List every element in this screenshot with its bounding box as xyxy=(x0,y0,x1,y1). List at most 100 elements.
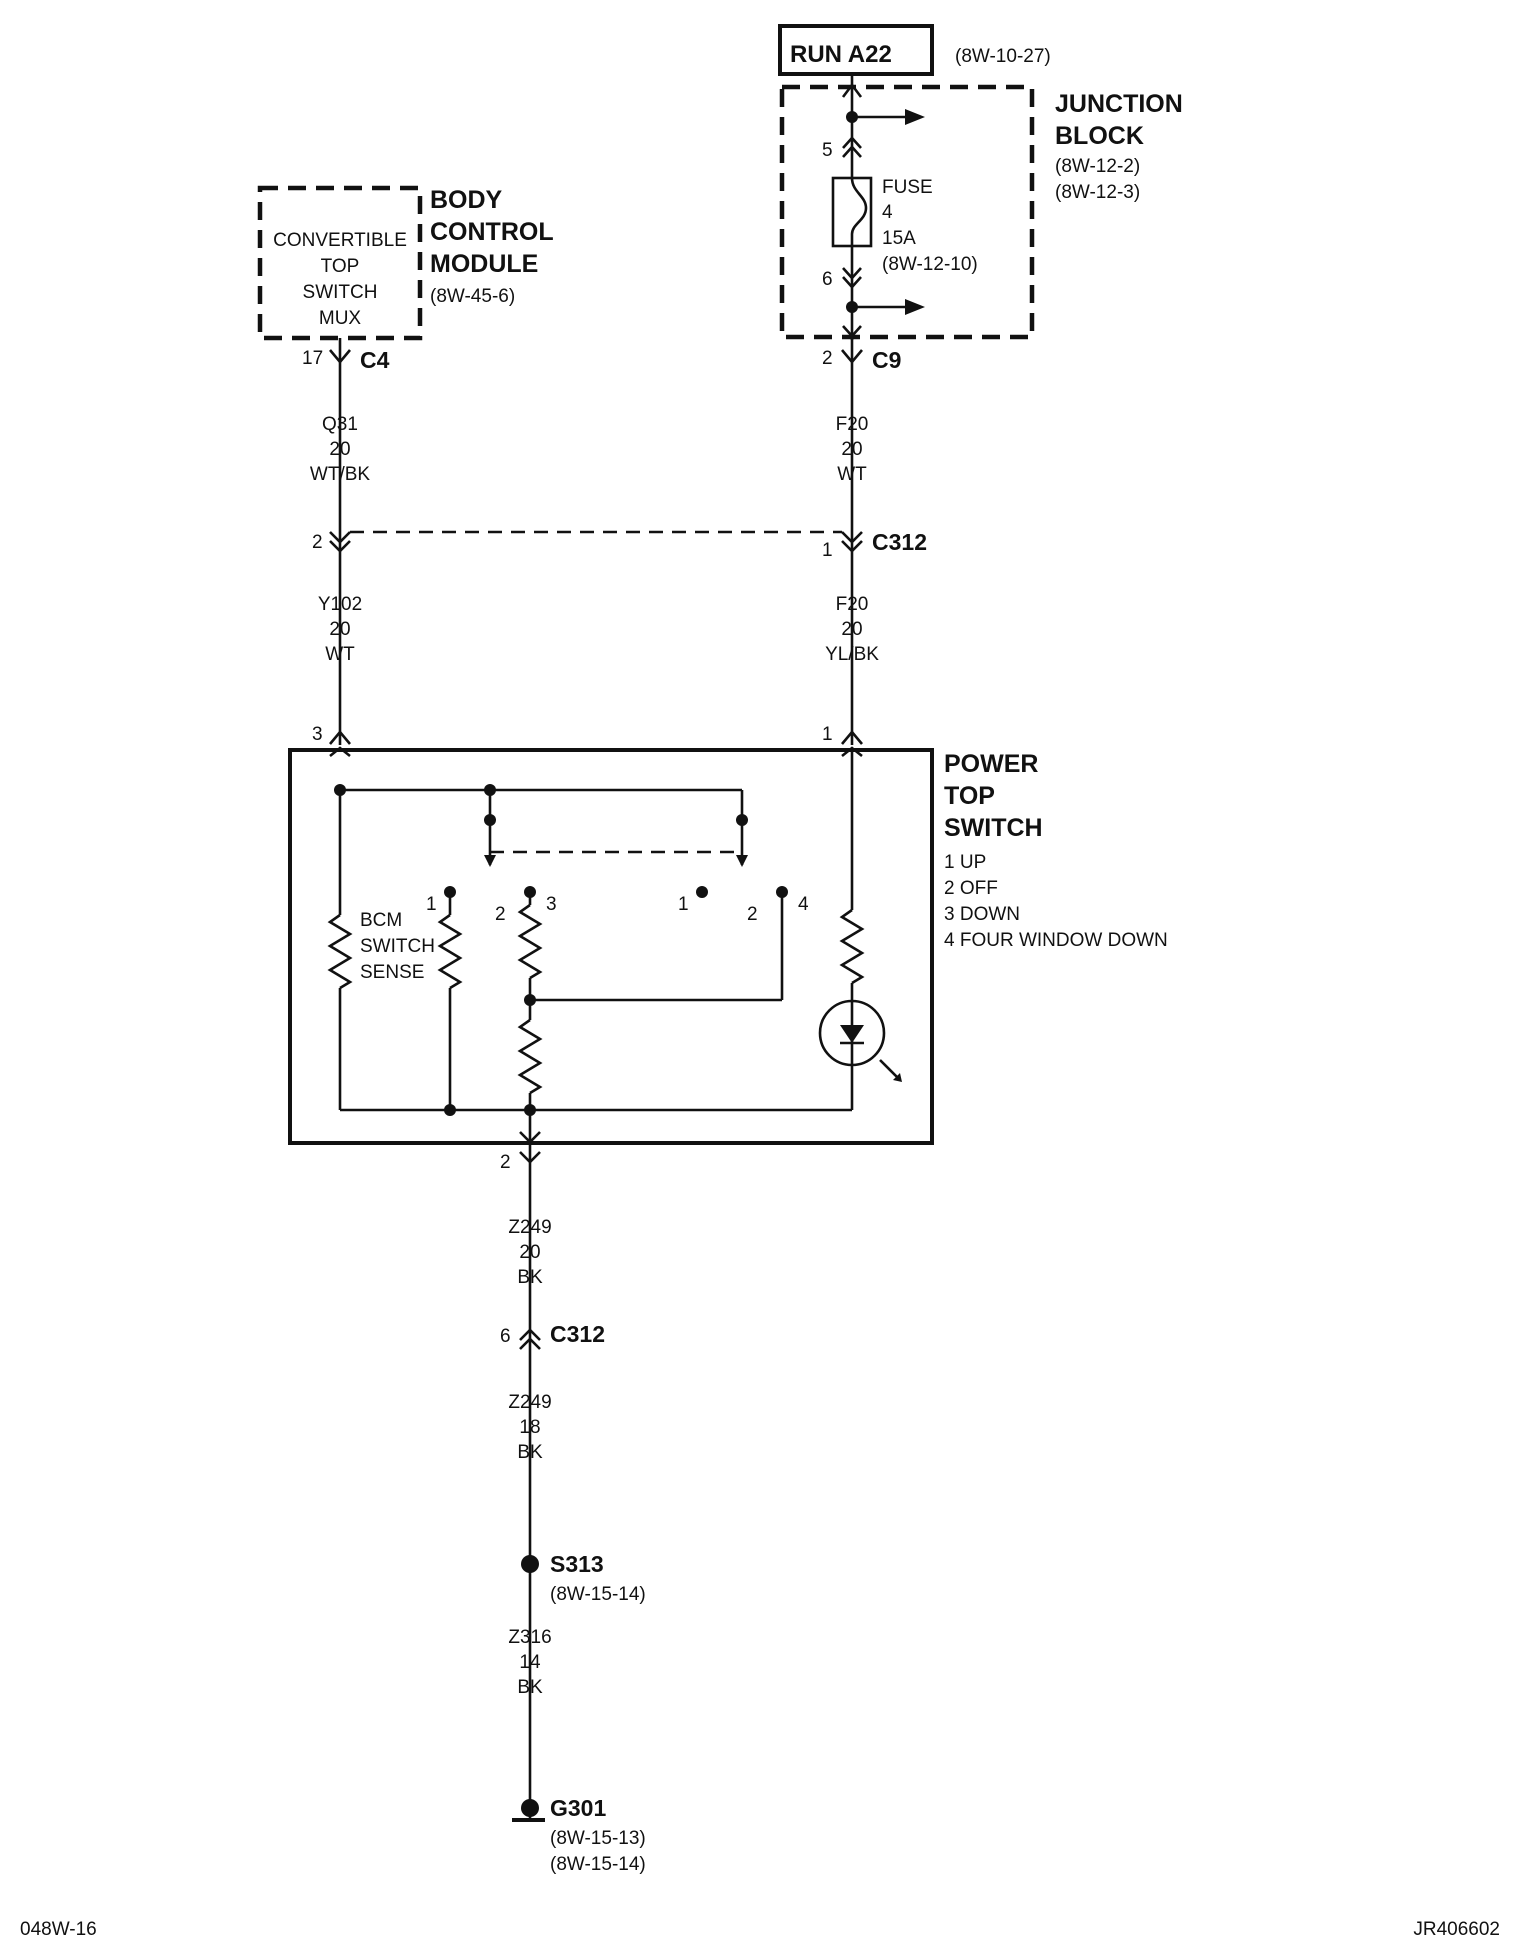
y102-color: WT xyxy=(325,644,355,665)
switch-pin3-inner-chevron xyxy=(329,746,351,758)
switch-contact-b1 xyxy=(696,886,708,898)
bcm-sense-resistor xyxy=(327,913,353,990)
c4-name: C4 xyxy=(360,347,390,373)
switch-contact-b4-label: 4 xyxy=(798,894,809,915)
switch-pin2-inner-chevron xyxy=(519,1131,541,1144)
c312-lower-connector xyxy=(519,1328,541,1350)
switch-position-2: 2 OFF xyxy=(944,878,998,899)
switch-position-4: 4 FOUR WINDOW DOWN xyxy=(944,930,1168,951)
switch-contact-b2-label: 2 xyxy=(747,904,758,925)
switch-left-blade-arrow xyxy=(484,855,496,867)
switch-left-pivot xyxy=(484,814,496,826)
z249-upper-code: Z249 xyxy=(508,1217,551,1238)
footer-left: 048W-16 xyxy=(20,1919,97,1940)
c9-connector xyxy=(841,349,863,365)
switch-contact-a2-label: 2 xyxy=(495,904,506,925)
c312-name: C312 xyxy=(872,529,927,555)
fuse-ref: (8W-12-10) xyxy=(882,254,978,275)
bcm-sense-label-1: BCM xyxy=(360,910,402,931)
run-a22-label: RUN A22 xyxy=(790,41,892,68)
fuse-pin5-label: 5 xyxy=(822,140,833,161)
bcm-sense-label-2: SWITCH xyxy=(360,936,435,957)
switch-contact-a3-label: 3 xyxy=(546,894,557,915)
fuse-number: 4 xyxy=(882,202,893,223)
f20-upper-code: F20 xyxy=(836,414,869,435)
switch-pin1-inner-chevron xyxy=(841,746,863,758)
c4-pin: 17 xyxy=(302,348,323,369)
c9-pin: 2 xyxy=(822,348,833,369)
switch-right-blade-arrow xyxy=(736,855,748,867)
g301-ground-dot xyxy=(521,1799,539,1817)
c312-right-connector xyxy=(841,531,863,553)
junction-block-title-1: JUNCTION xyxy=(1055,90,1183,118)
fuse-4-element xyxy=(850,177,868,246)
z316-color: BK xyxy=(517,1677,543,1698)
bcm-outline xyxy=(257,185,423,341)
run-a22-box xyxy=(778,24,934,76)
bcm-ref: (8W-45-6) xyxy=(430,286,515,307)
switch-contact-a1-label: 1 xyxy=(426,894,437,915)
fuse-pin6-label: 6 xyxy=(822,269,833,290)
c312-right-pin: 1 xyxy=(822,540,833,561)
run-a22-ref: (8W-10-27) xyxy=(955,46,1051,67)
switch-pin2-connector xyxy=(519,1151,541,1164)
junction-block-title-2: BLOCK xyxy=(1055,122,1144,150)
q31-code: Q31 xyxy=(322,414,358,435)
junction-block-ref-1: (8W-12-2) xyxy=(1055,156,1140,177)
z249-upper-gauge: 20 xyxy=(519,1242,540,1263)
bcm-inner-line-4: MUX xyxy=(319,308,362,329)
z249-upper-color: BK xyxy=(517,1267,543,1288)
fuse-pin6-connector xyxy=(842,267,862,289)
junction-connector-chevron-bottom xyxy=(842,325,862,338)
switch-position-1: 1 UP xyxy=(944,852,986,873)
led-resistor xyxy=(839,908,865,985)
junction-block-ref-2: (8W-12-3) xyxy=(1055,182,1140,203)
c312-lower-name: C312 xyxy=(550,1321,605,1347)
led-diode-triangle xyxy=(840,1025,864,1043)
s313-splice xyxy=(521,1555,539,1573)
g301-ref-2: (8W-15-14) xyxy=(550,1854,646,1875)
z249-lower-color: BK xyxy=(517,1442,543,1463)
power-top-switch-title-1: POWER xyxy=(944,750,1038,778)
junction-block-outline xyxy=(779,84,1035,340)
f20-lower-gauge: 20 xyxy=(841,619,862,640)
g301-ref-1: (8W-15-13) xyxy=(550,1828,646,1849)
y102-gauge: 20 xyxy=(329,619,350,640)
g301-name: G301 xyxy=(550,1795,606,1821)
c312-lower-pin: 6 xyxy=(500,1326,511,1347)
power-top-switch-title-3: SWITCH xyxy=(944,814,1043,842)
f20-upper-color: WT xyxy=(837,464,867,485)
c312-left-pin: 2 xyxy=(312,532,323,553)
contact-a3-resistor-lower xyxy=(517,1018,543,1095)
z249-lower-gauge: 18 xyxy=(519,1417,540,1438)
switch-pin3-connector xyxy=(329,729,351,745)
fuse-rating: 15A xyxy=(882,228,916,249)
bcm-title-1: BODY xyxy=(430,186,503,214)
contact-a1-resistor xyxy=(437,913,463,990)
f20-upper-gauge: 20 xyxy=(841,439,862,460)
s313-ref: (8W-15-14) xyxy=(550,1584,646,1605)
c312-left-connector xyxy=(329,531,351,553)
junction-arrow-top xyxy=(905,109,925,125)
junction-arrow-bottom xyxy=(905,299,925,315)
bcm-inner-line-2: TOP xyxy=(321,256,360,277)
s313-name: S313 xyxy=(550,1551,604,1577)
bcm-title-2: CONTROL xyxy=(430,218,554,246)
power-top-switch-outline xyxy=(288,748,934,1145)
power-top-switch-title-2: TOP xyxy=(944,782,995,810)
junction-connector-chevron-top xyxy=(841,82,863,98)
switch-pin3-label: 3 xyxy=(312,724,323,745)
c9-name: C9 xyxy=(872,347,901,373)
led-indicator xyxy=(818,999,886,1067)
switch-pin2-label: 2 xyxy=(500,1152,511,1173)
footer-right: JR406602 xyxy=(1413,1919,1500,1940)
y102-code: Y102 xyxy=(318,594,362,615)
switch-pin1-label: 1 xyxy=(822,724,833,745)
contact-a3-resistor xyxy=(517,903,543,980)
bcm-sense-label-3: SENSE xyxy=(360,962,424,983)
bcm-title-3: MODULE xyxy=(430,250,538,278)
switch-contact-b1-label: 1 xyxy=(678,894,689,915)
fuse-pin5-connector xyxy=(842,136,862,158)
q31-color: WT/BK xyxy=(310,464,370,485)
